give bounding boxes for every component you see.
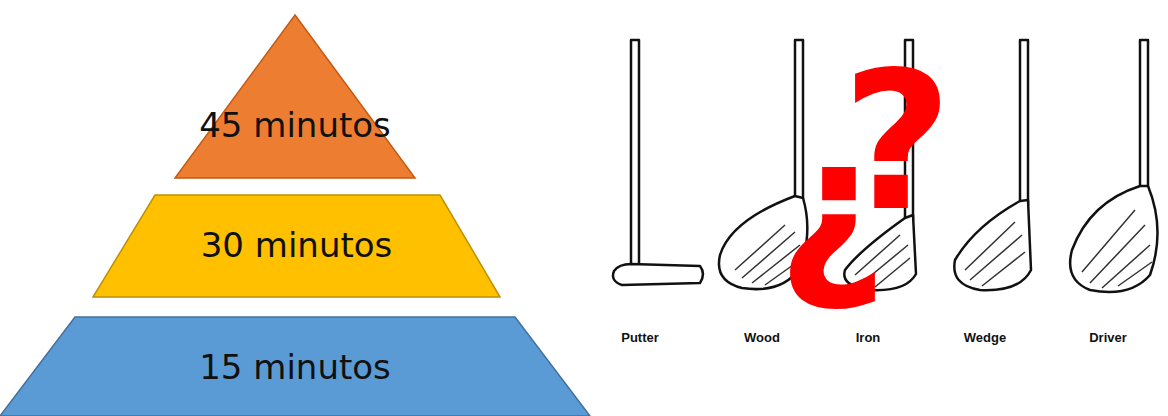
question-mark: ¿: [777, 112, 887, 302]
band-label: 45 minutos: [75, 105, 515, 145]
pyramid-bottom-band: 15 minutos: [0, 317, 590, 416]
band-fill: [175, 15, 415, 178]
wedge-head: [954, 200, 1031, 290]
putter-shaft: [631, 40, 639, 266]
driver-head: [1070, 186, 1157, 292]
band-shape: [175, 15, 415, 178]
driver-shaft: [1140, 40, 1148, 190]
club-label: Wedge: [964, 330, 1006, 345]
putter-head: [613, 264, 703, 285]
club-label: Putter: [621, 330, 659, 345]
band-label: 15 minutos: [0, 347, 690, 387]
club-label: Driver: [1089, 330, 1127, 345]
wedge-shaft: [1020, 40, 1028, 205]
club-label: Wood: [744, 330, 780, 345]
club-label: Iron: [856, 330, 881, 345]
pyramid-middle-band: 30 minutos: [93, 195, 500, 297]
pyramid-top-band: 45 minutos: [175, 15, 415, 178]
band-label: 30 minutos: [0, 225, 600, 265]
